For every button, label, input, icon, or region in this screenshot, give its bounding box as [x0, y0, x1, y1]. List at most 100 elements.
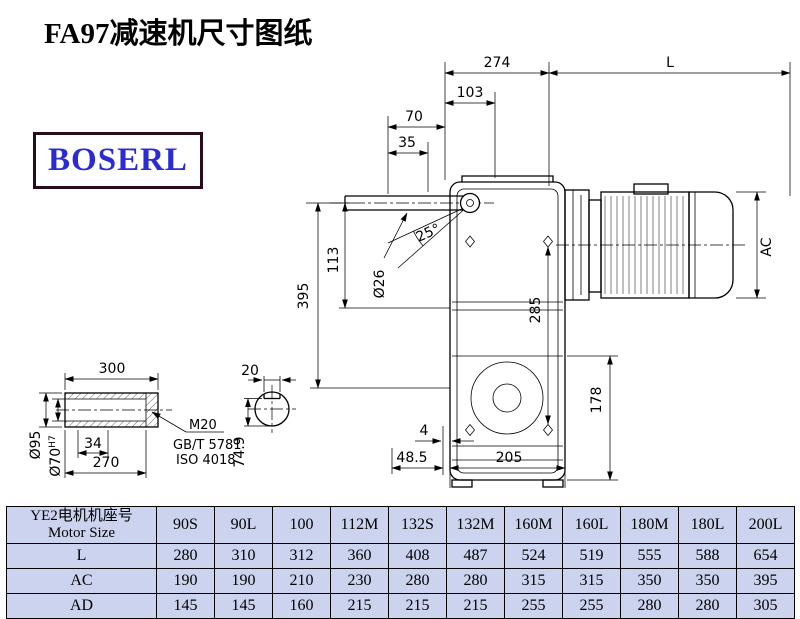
dim-diameter-26: Ø26 [372, 269, 388, 298]
table-cell: 312 [272, 543, 331, 569]
dim-diameter-70H7: Ø70H7 [48, 435, 64, 476]
bolt-hole-mark [465, 423, 475, 437]
gearbox-housing [449, 175, 566, 488]
table-row-AD: AD 145 145 160 215 215 215 255 255 280 2… [6, 593, 795, 619]
shaft-end-circle [459, 192, 481, 214]
dim-34: 34 [84, 436, 102, 452]
column-header: 160L [562, 506, 621, 544]
dim-L: L [666, 55, 674, 71]
bolt-hole-mark [465, 235, 475, 248]
table-cell: 280 [388, 568, 447, 594]
terminal-box [633, 183, 669, 195]
table-cell: 408 [388, 543, 447, 569]
motor-size-table: YE2电机机座号 Motor Size 90S 90L 100 112M 132… [6, 506, 795, 619]
motor-size-header: YE2电机机座号 Motor Size [6, 506, 157, 544]
row-label: L [6, 543, 157, 569]
table-cell: 350 [620, 568, 679, 594]
left-dimensions: 395 113 Ø26 25° [296, 202, 469, 389]
dim-angle-25: 25° [414, 221, 443, 246]
dim-274: 274 [484, 55, 511, 71]
table-cell: 215 [330, 593, 389, 619]
table-cell: 524 [504, 543, 563, 569]
motor [556, 183, 748, 301]
row-label: AC [6, 568, 157, 594]
table-cell: 255 [562, 593, 621, 619]
thread-spec-m20: M20 [189, 418, 217, 433]
table-cell: 395 [736, 568, 795, 594]
dim-35: 35 [398, 135, 416, 151]
table-cell: 555 [620, 543, 679, 569]
dim-270: 270 [93, 455, 120, 471]
column-header: 180M [620, 506, 679, 544]
input-shaft [330, 192, 494, 214]
motor-fins [604, 196, 684, 294]
table-cell: 190 [214, 568, 273, 594]
dim-70: 70 [405, 109, 423, 125]
standard-iso-4018: ISO 4018 [176, 453, 236, 468]
right-dimensions: AC 285 178 [528, 191, 775, 481]
column-header: 200L [736, 506, 795, 544]
fan-cowl [688, 191, 734, 299]
table-cell: 280 [620, 593, 679, 619]
table-cell: 315 [562, 568, 621, 594]
shaft-section-detail: 20 74.9 [232, 363, 296, 468]
table-cell: 350 [678, 568, 737, 594]
motor-size-header-en: Motor Size [47, 525, 116, 541]
dim-178: 178 [589, 387, 605, 414]
dim-300: 300 [99, 361, 126, 377]
page-title: FA97减速机尺寸图纸 [44, 18, 313, 50]
table-cell: 654 [736, 543, 795, 569]
table-cell: 360 [330, 543, 389, 569]
table-cell: 190 [156, 568, 215, 594]
table-cell: 588 [678, 543, 737, 569]
table-header-row: YE2电机机座号 Motor Size 90S 90L 100 112M 132… [6, 506, 795, 544]
row-label: AD [6, 593, 157, 619]
table-cell: 280 [678, 593, 737, 619]
table-row-AC: AC 190 190 210 230 280 280 315 315 350 3… [6, 568, 795, 594]
table-cell: 215 [446, 593, 505, 619]
bottom-dimensions: 4 48.5 205 [391, 423, 566, 488]
table-cell: 519 [562, 543, 621, 569]
table-cell: 215 [388, 593, 447, 619]
table-cell: 230 [330, 568, 389, 594]
dim-395: 395 [296, 283, 312, 310]
table-row-L: L 280 310 312 360 408 487 524 519 555 58… [6, 543, 795, 569]
brand-logo: BOSERL [33, 132, 203, 189]
output-shaft-detail: 300 34 270 Ø95 Ø70H7 M20 GB/T 5781 ISO 4… [28, 361, 242, 478]
table-cell: 310 [214, 543, 273, 569]
dim-AC: AC [759, 237, 775, 256]
table-cell: 145 [156, 593, 215, 619]
column-header: 132S [388, 506, 447, 544]
dim-diameter-95: Ø95 [28, 431, 44, 460]
table-cell: 160 [272, 593, 331, 619]
column-header: 180L [678, 506, 737, 544]
column-header: 100 [272, 506, 331, 544]
table-cell: 280 [446, 568, 505, 594]
technical-drawing: 274 L 103 70 35 395 113 Ø26 25° [28, 55, 791, 488]
column-header: 112M [330, 506, 389, 544]
column-header: 132M [446, 506, 505, 544]
table-cell: 487 [446, 543, 505, 569]
table-cell: 305 [736, 593, 795, 619]
dim-103: 103 [457, 85, 484, 101]
column-header: 90L [214, 506, 273, 544]
dim-48-5: 48.5 [396, 450, 427, 466]
dim-74-9: 74.9 [232, 436, 248, 467]
table-cell: 210 [272, 568, 331, 594]
column-header: 90S [156, 506, 215, 544]
table-cell: 255 [504, 593, 563, 619]
table-cell: 145 [214, 593, 273, 619]
motor-size-header-cn: YE2电机机座号 [30, 507, 133, 524]
top-dimensions: 274 L 103 70 35 [387, 55, 791, 196]
dim-113: 113 [326, 247, 342, 274]
brand-logo-text: BOSERL [48, 142, 188, 178]
bolt-hole-mark [543, 423, 553, 437]
table-cell: 280 [156, 543, 215, 569]
column-header: 160M [504, 506, 563, 544]
dim-205: 205 [496, 450, 523, 466]
dim-285: 285 [528, 297, 544, 324]
dim-20: 20 [241, 363, 259, 379]
bolt-hole-mark [543, 235, 553, 248]
table-cell: 315 [504, 568, 563, 594]
standard-gbt-5781: GB/T 5781 [173, 438, 242, 453]
